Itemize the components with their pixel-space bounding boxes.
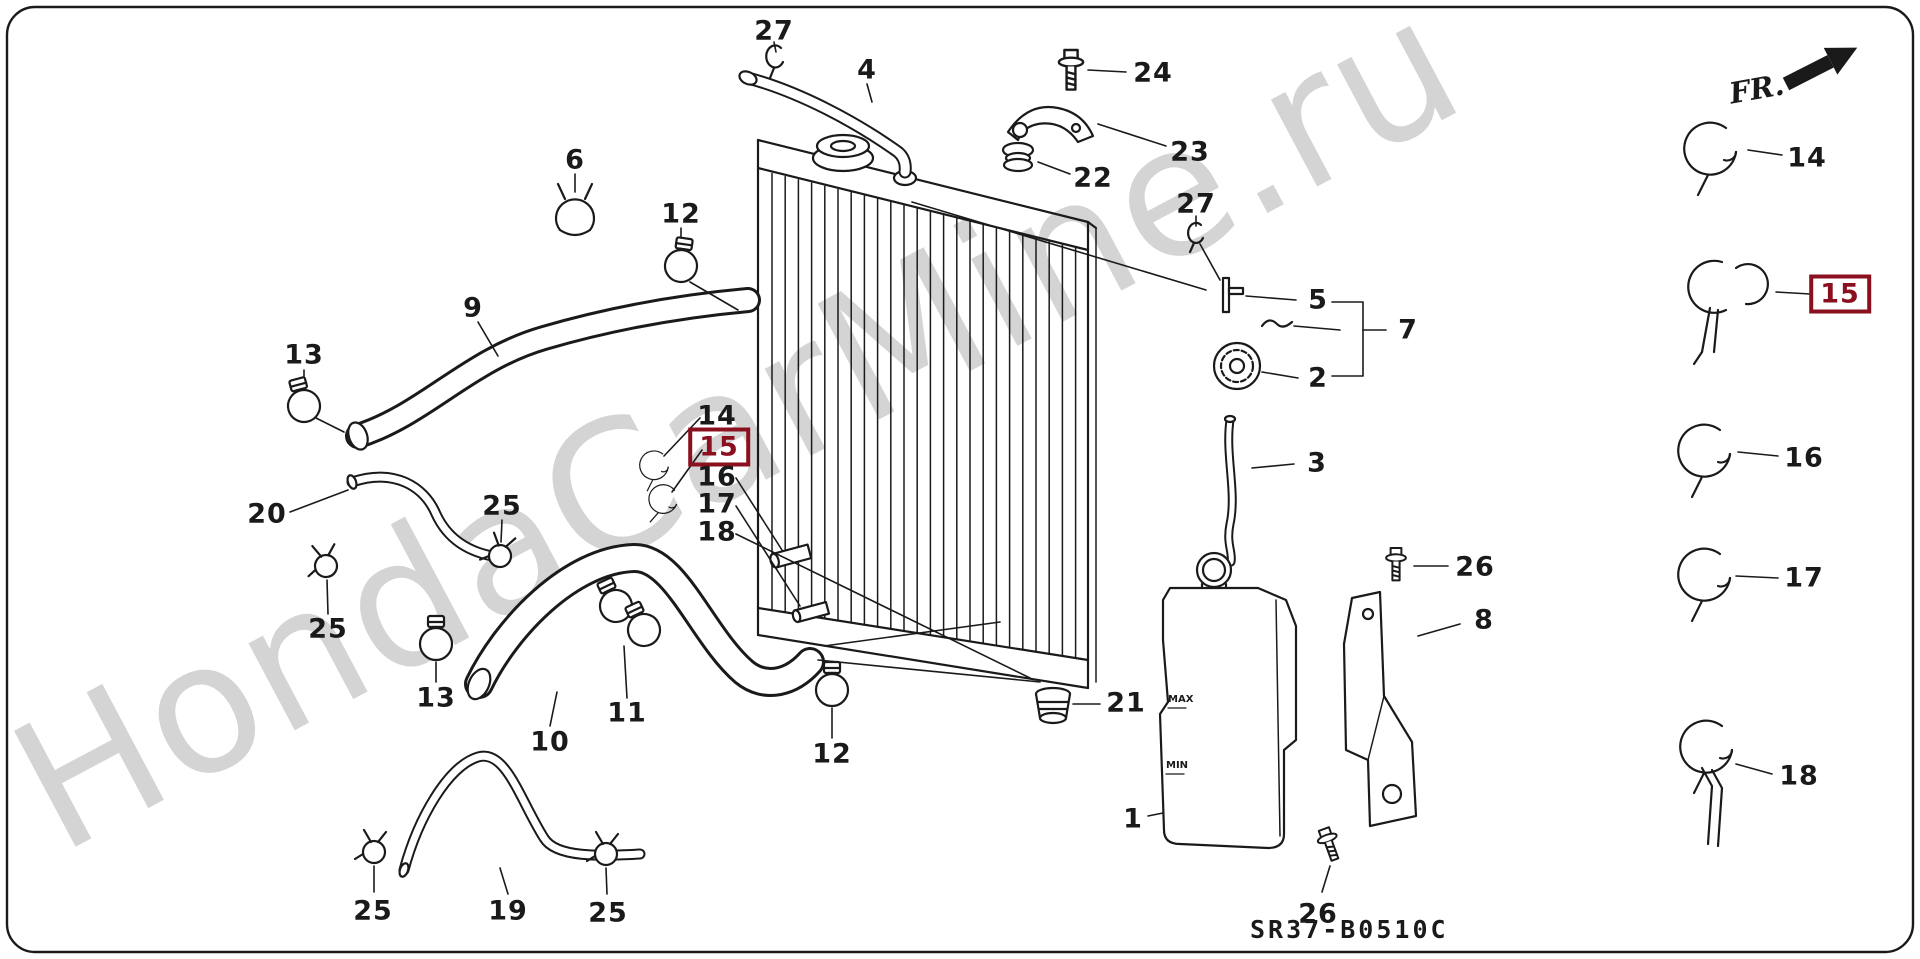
part-label-2: 2 [1308, 362, 1328, 394]
part-label-13-lower: 13 [416, 682, 456, 714]
radiator-cap-2 [1212, 341, 1262, 391]
part-label-1: 1 [1123, 803, 1143, 835]
part-label-22: 22 [1073, 162, 1113, 194]
part-label-9: 9 [463, 292, 483, 324]
part-label-27-right: 27 [1176, 188, 1216, 220]
part-label-4: 4 [857, 54, 877, 86]
fr-direction-arrow [1782, 47, 1858, 91]
tank-bracket [1342, 590, 1418, 828]
fitting-5 [1221, 276, 1245, 314]
tank-max-marking: MAX [1168, 694, 1194, 705]
hose-19 [398, 750, 646, 878]
part-label-24: 24 [1133, 57, 1173, 89]
part-label-26-upper: 26 [1455, 551, 1495, 583]
part-label-25-c: 25 [353, 895, 393, 927]
spring-7 [1260, 319, 1294, 328]
part-label-26-lower: 26 [1298, 898, 1338, 930]
part-label-27-top: 27 [754, 15, 794, 47]
clip-15-right [1687, 259, 1769, 366]
hose-20 [346, 471, 504, 563]
part-label-15-right[interactable]: 15 [1809, 274, 1871, 314]
radiator-fins [771, 172, 1077, 659]
part-label-16-right: 16 [1784, 442, 1824, 474]
part-label-25-d: 25 [588, 897, 628, 929]
part-label-23: 23 [1170, 136, 1210, 168]
hose-9 [345, 287, 761, 451]
part-label-18-stack: 18 [697, 516, 737, 548]
radiator [756, 133, 1098, 706]
part-label-20: 20 [247, 498, 287, 530]
part-label-19: 19 [488, 895, 528, 927]
part-label-3: 3 [1307, 447, 1327, 479]
bracket-23 [1006, 105, 1095, 144]
hose-10 [464, 543, 825, 701]
clip-18-right [1679, 719, 1734, 848]
part-label-10: 10 [530, 726, 570, 758]
part-label-6: 6 [565, 144, 585, 176]
part-label-13-upper: 13 [284, 339, 324, 371]
tank-min-marking: MIN [1166, 760, 1188, 771]
upper-pipe-4 [738, 70, 912, 179]
part-label-16-stack: 16 [697, 461, 737, 493]
diagram-code: SR37-B0510C [1250, 915, 1449, 944]
part-label-12-top: 12 [661, 198, 701, 230]
page-border [5, 5, 1915, 954]
radiator-outlet-stub-lower [791, 600, 831, 624]
reserve-tank [1158, 551, 1298, 850]
part-label-25-a: 25 [482, 490, 522, 522]
part-label-11: 11 [607, 697, 647, 729]
part-label-25-b: 25 [308, 613, 348, 645]
part-label-7: 7 [1398, 314, 1418, 346]
overflow-tube-3 [1223, 414, 1237, 567]
clip-27-right [1187, 221, 1205, 254]
part-label-21: 21 [1106, 687, 1146, 719]
part-label-14-stack: 14 [697, 400, 737, 432]
part-label-5: 5 [1308, 284, 1328, 316]
leader-lines [289, 41, 1811, 895]
part-label-15-stack[interactable]: 15 [688, 427, 750, 467]
part-label-12-lower: 12 [812, 738, 852, 770]
drain-plug-21 [1034, 686, 1072, 725]
part-label-8: 8 [1474, 604, 1494, 636]
part-label-17-right: 17 [1784, 562, 1824, 594]
grommet-22 [1001, 141, 1035, 173]
part-label-14-right: 14 [1787, 142, 1827, 174]
part-label-17-stack: 17 [697, 488, 737, 520]
part-label-18-right: 18 [1779, 760, 1819, 792]
clip-27-top [765, 44, 785, 80]
spring-clamp-6 [554, 182, 596, 237]
